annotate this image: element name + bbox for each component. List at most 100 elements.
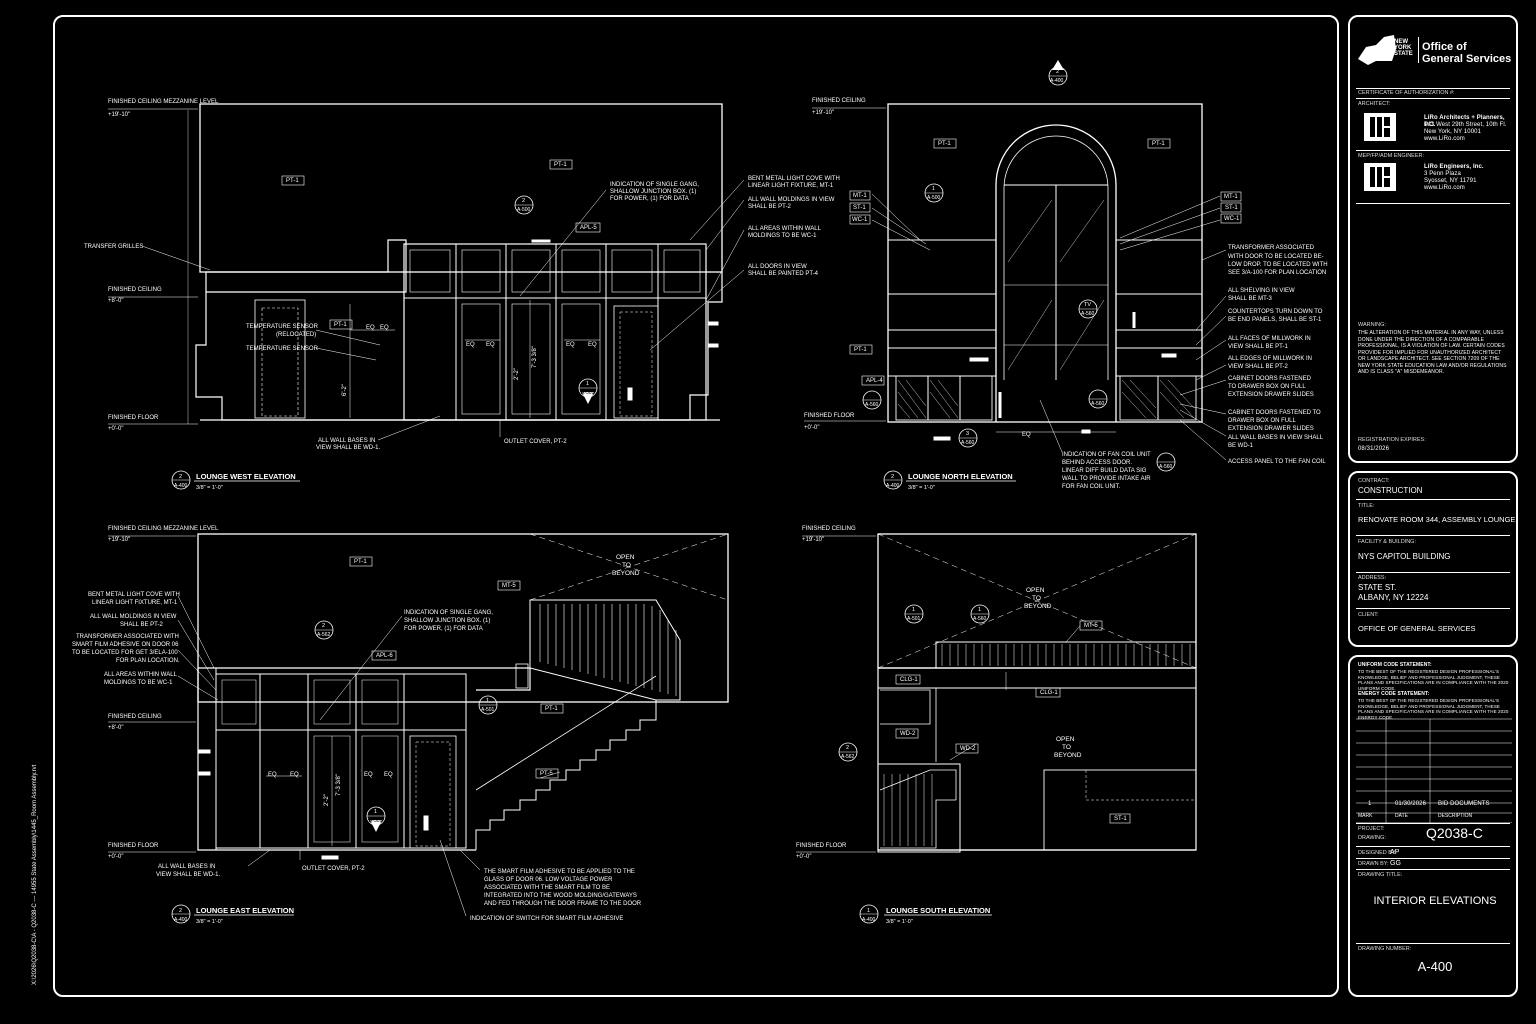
- north-callout-3[interactable]: A-560: [1088, 389, 1108, 409]
- title-label: TITLE:: [1358, 503, 1375, 509]
- titleblock-project-panel: CONTRACT: CONSTRUCTION TITLE: RENOVATE R…: [1348, 471, 1518, 647]
- west-dim-h: 7'-3 3/8": [532, 346, 538, 368]
- ucs-text: TO THE BEST OF THE REGISTERED DESIGN PRO…: [1358, 669, 1509, 691]
- east-tag-pt1a: PT-1: [354, 559, 367, 565]
- north-callout-2[interactable]: A-560: [862, 390, 882, 410]
- south-level-ceil: FINISHED CEILING: [802, 526, 856, 532]
- architect-web: www.LiRo.com: [1424, 136, 1465, 142]
- south-callout-a501[interactable]: 1 A-501: [904, 604, 924, 624]
- east-open1: OPEN: [616, 554, 635, 561]
- facility-label: FACILITY & BUILDING:: [1358, 539, 1416, 545]
- ogs-name-line1: Office of: [1422, 41, 1467, 53]
- south-title: LOUNGE SOUTH ELEVATION: [886, 906, 990, 915]
- west-note-mold1: ALL WALL MOLDINGS IN VIEW: [748, 197, 835, 203]
- north-callout-5[interactable]: A-560: [1156, 452, 1176, 472]
- east-open2: TO: [622, 562, 631, 569]
- south-level-floor: FINISHED FLOOR: [796, 843, 847, 849]
- west-callout-a500-sheet: A-500: [517, 207, 531, 213]
- north-callout-top[interactable]: 2 A-400: [1048, 60, 1068, 86]
- south-callout-a560[interactable]: 1 A-560: [970, 604, 990, 624]
- east-note-junction2: SHALLOW JUNCTION BOX. (1): [404, 618, 490, 624]
- east-callout-a562[interactable]: 2 A-562: [314, 620, 334, 640]
- east-callout-a501b[interactable]: 1 A-501: [366, 806, 386, 832]
- north-note-cab2: TO DRAWER BOX ON FULL: [1228, 384, 1306, 390]
- east-level-ceil-el: +8'-0": [108, 725, 123, 731]
- east-note-outlet: OUTLET COVER, PT-2: [302, 866, 365, 872]
- west-note-doors1: ALL DOORS IN VIEW: [748, 264, 807, 270]
- north-callout-top-sheet: A-400: [1050, 78, 1064, 84]
- east-note-mold1: ALL WALL MOLDINGS IN VIEW: [90, 614, 177, 620]
- engineer-name: LiRo Engineers, Inc.: [1424, 164, 1484, 170]
- ecs-text: TO THE BEST OF THE REGISTERED DESIGN PRO…: [1358, 698, 1509, 720]
- north-title-block: 2 A-400 LOUNGE NORTH ELEVATION 3/8" = 1'…: [883, 470, 1016, 491]
- north-callout-tv-sheet: A-560: [1081, 311, 1095, 317]
- north-note-fcu2: BEHIND ACCESS DOOR.: [1062, 460, 1132, 466]
- east-eq-4: EQ: [384, 772, 393, 778]
- south-open2-a: TO: [1032, 595, 1041, 602]
- north-level-ceil-el: +19'-10": [812, 110, 834, 116]
- north-callout-a500-num: 1: [932, 186, 935, 192]
- west-note-cove2: LINEAR LIGHT FIXTURE, MT-1: [748, 183, 834, 189]
- south-callout-a501-num: 1: [912, 607, 915, 613]
- south-open1-b: OPEN: [1056, 736, 1075, 743]
- north-note-cab6: EXTENSION DRAWER SLIDES: [1228, 426, 1314, 432]
- east-note-tx2: SMART FILM ADHESIVE ON DOOR 06: [72, 642, 179, 648]
- south-scale: 3/8" = 1'-0": [886, 919, 913, 925]
- east-note-mold2: SHALL BE PT-2: [120, 622, 163, 628]
- east-title-block: 2 A-400 LOUNGE EAST ELEVATION 3/8" = 1'-…: [171, 904, 294, 925]
- west-note-areas1: ALL AREAS WITHIN WALL: [748, 226, 822, 232]
- east-eq-2: EQ: [290, 772, 299, 778]
- east-note-tx3: TO BE LOCATED FOR GET 3/ELA-100: [72, 650, 178, 656]
- south-open2-b: TO: [1062, 744, 1071, 751]
- east-tag-mt5: MT-5: [502, 583, 516, 589]
- north-callout-a500-sheet: A-500: [927, 195, 941, 201]
- west-note-grilles: TRANSFER GRILLES: [84, 244, 143, 250]
- east-note-tx1: TRANSFORMER ASSOCIATED WITH: [76, 634, 179, 640]
- contract-label: CONTRACT:: [1358, 478, 1390, 484]
- west-eq-4: EQ: [588, 342, 597, 348]
- architect-address1: 143 West 29th Street, 10th Fl.: [1424, 122, 1507, 128]
- drawing-number-label: DRAWING NUMBER:: [1358, 946, 1412, 952]
- east-note-switch: INDICATION OF SWITCH FOR SMART FILM ADHE…: [470, 916, 623, 922]
- west-tag-pt1a: PT-1: [286, 178, 299, 184]
- col-desc: DESCRIPTION: [1438, 813, 1473, 819]
- east-note-film4: INTEGRATED INTO THE WOOD MOLDING/GATEWAY…: [484, 893, 637, 899]
- cert-label: CERTIFICATE OF AUTHORIZATION #:: [1358, 90, 1455, 96]
- ecs-label: ENERGY CODE STATEMENT:: [1358, 691, 1430, 697]
- west-callout-a501[interactable]: 1 A-501: [578, 378, 598, 404]
- north-callout-4[interactable]: 3 A-560: [958, 428, 978, 448]
- east-level-mezz: FINISHED CEILING MEZZANINE LEVEL: [108, 526, 219, 532]
- liro-logo-architect: [1364, 113, 1396, 141]
- drawing-title-label: DRAWING TITLE:: [1358, 872, 1403, 878]
- west-callout-a500[interactable]: 2 A-500: [514, 192, 534, 218]
- east-callout-a501a[interactable]: 1 A-501: [478, 695, 498, 715]
- north-callout-tv[interactable]: TV A-560: [1078, 299, 1098, 319]
- west-annotations: FINISHED CEILING MEZZANINE LEVEL +19'-10…: [84, 99, 840, 491]
- west-note-temp2: TEMPERATURE SENSOR: [246, 346, 319, 352]
- north-tag-mt1b: MT-1: [1224, 194, 1238, 200]
- north-annotations: FINISHED CEILING +19'-10" FINISHED FLOOR…: [804, 60, 1328, 491]
- north-note-cab3: EXTENSION DRAWER SLIDES: [1228, 392, 1314, 398]
- north-tag-st1a: ST-1: [853, 205, 866, 211]
- west-note-bases1: ALL WALL BASES IN: [318, 438, 375, 444]
- west-note-junction1: INDICATION OF SINGLE GANG,: [610, 182, 699, 188]
- col-date: DATE: [1395, 813, 1408, 819]
- client-label: CLIENT:: [1358, 612, 1379, 618]
- north-note-faces2: VIEW SHALL BE PT-1: [1228, 344, 1288, 350]
- north-note-shelf1: ALL SHELVING IN VIEW: [1228, 288, 1295, 294]
- east-tag-pt1b: PT-1: [545, 706, 558, 712]
- engineer-label: MEP/FP/ADM ENGINEER:: [1358, 153, 1425, 159]
- north-callout-a500[interactable]: 1 A-500: [924, 183, 944, 203]
- architect-address2: New York, NY 10001: [1424, 129, 1482, 135]
- east-callout-a501b-sheet: A-501: [369, 818, 383, 824]
- south-callout-a562[interactable]: 2 A-562: [838, 742, 858, 762]
- east-callout-a501a-num: 1: [486, 698, 489, 704]
- north-note-tx3: LOW DROP. TO BE LOCATED WITH: [1228, 262, 1328, 268]
- east-tag-pt5: PT-5: [540, 771, 553, 777]
- east-note-bases2: VIEW SHALL BE WD-1.: [156, 872, 220, 878]
- west-dim-b: 2'-2": [514, 368, 520, 380]
- north-tag-pt1c: PT-1: [854, 347, 867, 353]
- south-level-floor-el: +0'-0": [796, 854, 811, 860]
- south-open3-a: BEYOND: [1024, 603, 1052, 610]
- south-elevation: [796, 533, 1197, 853]
